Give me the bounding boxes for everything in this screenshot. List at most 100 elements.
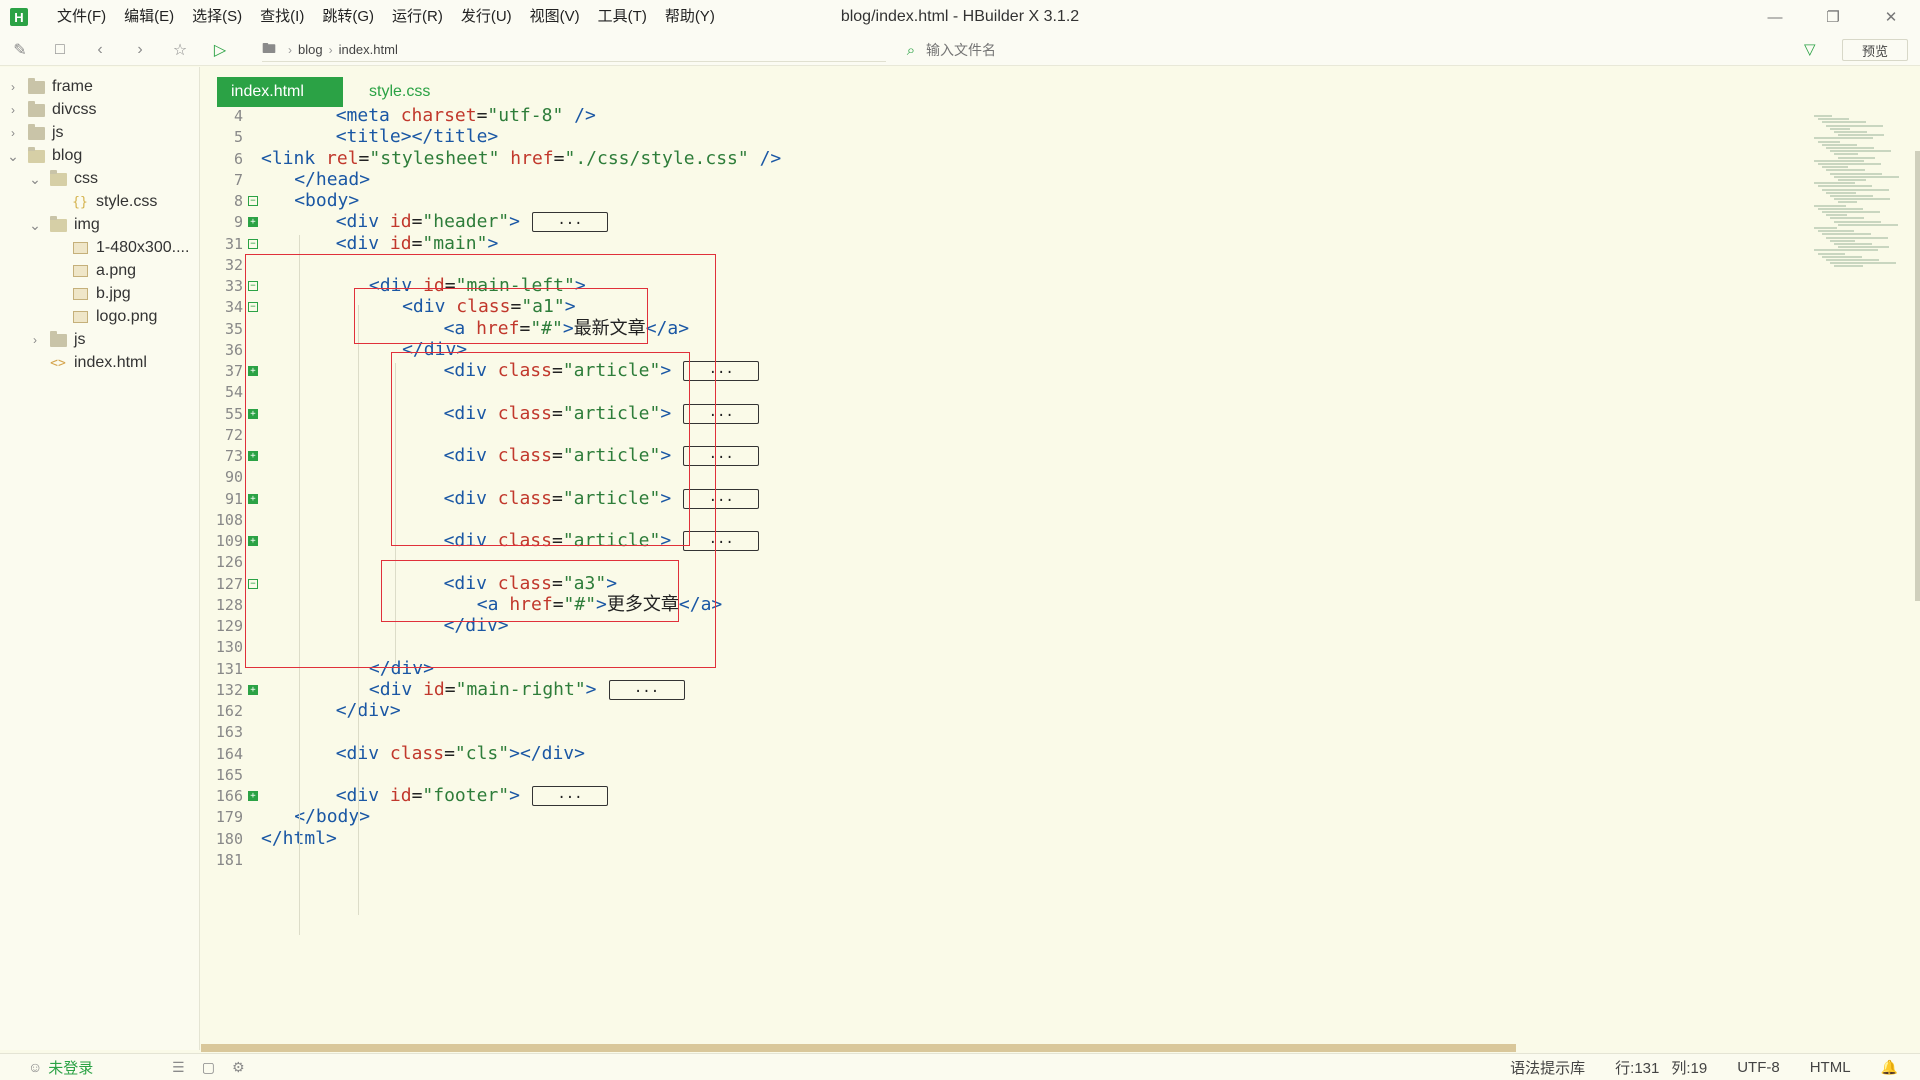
tree-item-b-jpg[interactable]: b.jpg	[50, 280, 131, 308]
close-icon[interactable]: ✕	[1884, 9, 1898, 26]
menu-item[interactable]: 文件(F)	[57, 8, 107, 25]
code-text: <div class="article">...	[444, 486, 760, 512]
tree-item-a-png[interactable]: a.png	[50, 257, 136, 285]
chevron-down-icon[interactable]: ⌄	[29, 217, 41, 233]
expand-fold-icon[interactable]: +	[248, 451, 258, 461]
minimize-icon[interactable]: —	[1767, 8, 1783, 26]
run-icon[interactable]: ▷	[213, 41, 227, 59]
menu-item[interactable]: 帮助(Y)	[664, 8, 715, 25]
menu-item[interactable]: 视图(V)	[529, 8, 580, 25]
tree-item-frame[interactable]: ›frame	[6, 73, 93, 101]
project-explorer: ›frame›divcss›js⌄blog⌄css{}style.css⌄img…	[0, 67, 200, 1050]
code-area[interactable]: 4<meta charset="utf-8" />5<title></title…	[201, 107, 1810, 1050]
file-search-icon: ⌕	[906, 41, 916, 59]
minimap-line	[1838, 179, 1866, 181]
line-number: 37	[224, 362, 243, 380]
breadcrumb-item-blog[interactable]: blog	[298, 42, 323, 57]
code-text: <a href="#">最新文章</a>	[443, 317, 690, 339]
minimap-line	[1834, 243, 1872, 245]
encoding-selector[interactable]: UTF-8	[1737, 1059, 1780, 1076]
code-text: <a href="#">更多文章</a>	[476, 593, 723, 615]
expand-fold-icon[interactable]: +	[248, 684, 258, 695]
plugin-icon[interactable]: ⚙	[232, 1058, 245, 1075]
save-icon[interactable]: □	[55, 40, 65, 58]
tree-item-index-html[interactable]: <>index.html	[28, 349, 147, 377]
collapsed-region-marker[interactable]: ...	[683, 446, 760, 466]
minimap-line	[1830, 150, 1891, 153]
chevron-down-icon[interactable]: ⌄	[7, 148, 19, 164]
menu-item[interactable]: 选择(S)	[192, 8, 243, 25]
expand-fold-icon[interactable]: +	[248, 366, 258, 376]
terminal-icon[interactable]: ▢	[201, 1058, 215, 1075]
login-status[interactable]: ☺ 未登录	[28, 1057, 93, 1078]
vertical-scrollbar[interactable]	[1915, 151, 1920, 601]
tree-item-js[interactable]: ›js	[6, 119, 64, 147]
tree-item-divcss[interactable]: ›divcss	[6, 96, 96, 124]
chevron-right-icon[interactable]: ›	[33, 333, 37, 347]
syntax-lib-button[interactable]: 语法提示库	[1510, 1060, 1586, 1077]
chevron-down-icon[interactable]: ⌄	[29, 171, 41, 187]
minimap-line	[1838, 201, 1857, 204]
collapsed-region-marker[interactable]: ...	[683, 361, 760, 381]
file-search-input[interactable]	[926, 42, 1726, 58]
tree-item-js[interactable]: ›js	[28, 326, 86, 354]
folder-icon	[26, 146, 46, 164]
expand-fold-icon[interactable]: +	[248, 791, 258, 801]
tree-item-blog[interactable]: ⌄blog	[6, 142, 82, 170]
code-text: <div class="article">...	[444, 401, 760, 427]
menu-item[interactable]: 跳转(G)	[322, 8, 374, 25]
menu-item[interactable]: 编辑(E)	[124, 8, 175, 25]
preview-button[interactable]: 预览	[1842, 39, 1908, 61]
collapse-fold-icon[interactable]: −	[248, 238, 258, 249]
line-number: 73	[224, 447, 243, 465]
folder-icon	[26, 100, 46, 118]
menu-item[interactable]: 查找(I)	[260, 8, 305, 25]
tree-item-logo-png[interactable]: logo.png	[50, 303, 157, 331]
tree-item-label: css	[74, 170, 98, 187]
collapsed-region-marker[interactable]: ...	[608, 679, 685, 700]
tree-item-css[interactable]: ⌄ css	[28, 165, 98, 193]
line-number: 55	[224, 404, 243, 423]
menu-item[interactable]: 运行(R)	[392, 8, 443, 25]
forward-icon[interactable]: ›	[137, 40, 143, 58]
breadcrumb-item-file[interactable]: index.html	[338, 42, 398, 57]
filter-icon[interactable]: ▽	[1804, 41, 1816, 58]
collapsed-region-marker[interactable]: ...	[683, 403, 760, 424]
expand-fold-icon[interactable]: +	[248, 217, 258, 228]
folder-icon: 🖿	[262, 39, 276, 56]
horizontal-scrollbar[interactable]	[201, 1044, 1516, 1052]
minimap-line	[1814, 204, 1846, 207]
list-icon[interactable]: ☰	[172, 1058, 185, 1075]
tab-style-css[interactable]: style.css	[369, 83, 431, 100]
collapse-fold-icon[interactable]: −	[248, 302, 258, 313]
chevron-right-icon[interactable]: ›	[11, 126, 15, 140]
expand-fold-icon[interactable]: +	[248, 493, 258, 504]
favorite-star-icon[interactable]: ☆	[172, 41, 188, 59]
back-icon[interactable]: ‹	[97, 40, 103, 58]
collapsed-region-marker[interactable]: ...	[683, 488, 760, 509]
menu-item[interactable]: 发行(U)	[460, 8, 512, 25]
new-file-icon[interactable]: ✎	[13, 41, 27, 59]
language-mode-selector[interactable]: HTML	[1809, 1059, 1851, 1076]
expand-fold-icon[interactable]: +	[248, 536, 258, 546]
tab-index-html[interactable]: index.html	[217, 77, 343, 107]
minimap-line	[1830, 239, 1855, 242]
minimap[interactable]	[1810, 107, 1920, 1050]
minimap-line	[1834, 131, 1867, 133]
chevron-right-icon[interactable]: ›	[11, 80, 15, 94]
collapsed-region-marker[interactable]: ...	[683, 531, 760, 551]
tree-item-img[interactable]: ⌄img	[28, 211, 100, 239]
collapse-fold-icon[interactable]: −	[248, 281, 258, 291]
chevron-right-icon[interactable]: ›	[11, 103, 15, 117]
collapse-fold-icon[interactable]: −	[248, 578, 258, 589]
minimap-line	[1834, 153, 1858, 156]
collapsed-region-marker[interactable]: ...	[531, 786, 608, 806]
collapsed-region-marker[interactable]: ...	[531, 212, 608, 233]
expand-fold-icon[interactable]: +	[248, 408, 258, 419]
tree-item-1-480x300-[interactable]: 1-480x300....	[50, 234, 189, 262]
notification-bell-icon[interactable]: 🔔	[1880, 1059, 1898, 1075]
restore-icon[interactable]: ❐	[1826, 9, 1840, 26]
tree-item-style-css[interactable]: {}style.css	[50, 188, 157, 216]
menu-item[interactable]: 工具(T)	[597, 8, 647, 25]
collapse-fold-icon[interactable]: −	[248, 196, 258, 206]
